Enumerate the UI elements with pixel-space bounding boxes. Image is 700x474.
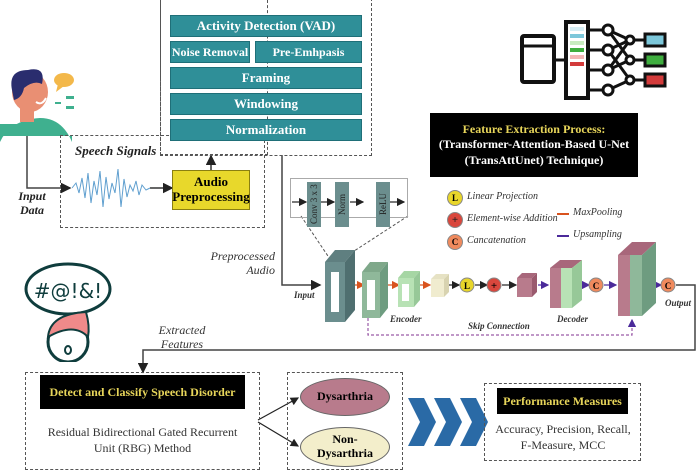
conv-block-detail <box>290 178 408 218</box>
speaking-person-icon <box>0 69 74 142</box>
audio-preprocessing-box[interactable]: Audio Preprocessing <box>172 170 250 210</box>
skip-connection-label: Skip Connection <box>468 321 530 331</box>
output-cube <box>618 242 656 316</box>
svg-text:+: + <box>491 280 497 292</box>
speech-signals-label: Speech Signals <box>75 143 157 158</box>
metrics-line-1: Accuracy, Precision, Recall, <box>495 422 631 436</box>
decoder-cube-small <box>517 273 537 297</box>
preprocessing-steps-container <box>160 0 372 156</box>
svg-text:C: C <box>593 281 600 291</box>
classification-group <box>25 372 260 470</box>
element-wise-addition-icon: + <box>447 212 463 228</box>
performance-group <box>484 383 641 461</box>
preprocessed-audio-label: Preprocessed Audio <box>210 249 275 277</box>
method-line-2: Unit (RBG) Method <box>93 440 192 455</box>
preprocessed-audio-connector <box>281 155 322 291</box>
metrics-line-2: F-Measure, MCC <box>520 437 606 452</box>
step-activity-detection[interactable]: Activity Detection (VAD) <box>170 15 362 37</box>
output-label: Output <box>665 298 692 308</box>
input-label: Input <box>294 290 315 300</box>
upsampling-arrow-icon <box>557 235 569 237</box>
maxpooling-arrow-icon <box>557 213 569 215</box>
decoder-cube <box>550 260 582 308</box>
encoder-label: Encoder <box>390 314 422 324</box>
svg-text:C: C <box>665 281 672 291</box>
classification-heading: Detect and Classify Speech Disorder <box>49 384 236 399</box>
neural-network-icon <box>520 20 667 100</box>
decoder-label: Decoder <box>557 314 588 324</box>
step-pre-emphasis[interactable]: Pre-Emhpasis <box>255 41 362 63</box>
method-description: Residual Bidirectional Gated Recurrent U… <box>40 425 245 456</box>
feature-extraction-subtitle-2: (TransAttUnet) Technique) <box>464 152 604 167</box>
bottleneck-cube <box>431 274 449 297</box>
chevron-arrows-icon <box>408 398 488 446</box>
legend-maxpooling: MaxPooling <box>573 207 623 218</box>
step-framing[interactable]: Framing <box>170 67 362 89</box>
input-cube <box>325 250 355 322</box>
encoder-cube-2 <box>398 271 420 307</box>
feature-extraction-heading: Feature Extraction Process: <box>462 121 606 136</box>
input-connector <box>26 135 72 194</box>
input-data-label: Input Data <box>18 189 46 217</box>
step-noise-removal[interactable]: Noise Removal <box>170 41 250 63</box>
legend-upsampling: Upsampling <box>573 229 622 240</box>
classification-title: Detect and Classify Speech Disorder <box>40 375 245 409</box>
step-windowing[interactable]: Windowing <box>170 93 362 115</box>
legend-linear-projection: Linear Projection <box>467 191 539 202</box>
non-dysarthria-line-2: Dysarthria <box>317 446 373 460</box>
non-dysarthria-line-1: Non- <box>332 432 358 447</box>
class-non-dysarthria[interactable]: Non- Dysarthria <box>300 427 390 467</box>
feature-extraction-title: Feature Extraction Process: (Transformer… <box>430 113 638 177</box>
legend-element-wise-addition: Element-wise Addition <box>467 213 558 224</box>
concatenation-icon: C <box>447 234 463 250</box>
performance-title: Performance Measures <box>497 388 628 414</box>
output-connector <box>137 284 696 374</box>
class-dysarthria[interactable]: Dysarthria <box>300 378 390 416</box>
waveform-icon <box>72 168 151 208</box>
input-data-group <box>60 135 265 228</box>
method-line-1: Residual Bidirectional Gated Recurrent <box>47 425 238 439</box>
legend-concatenation: Cancatenation <box>467 235 526 246</box>
linear-projection-icon: L <box>447 190 463 206</box>
classes-group <box>287 372 403 470</box>
speech-symbols: #@!&! <box>34 279 102 303</box>
performance-heading: Performance Measures <box>503 393 622 408</box>
performance-metrics: Accuracy, Precision, Recall, F-Measure, … <box>488 422 638 453</box>
extracted-features-label: Extracted Features <box>158 323 206 351</box>
svg-text:L: L <box>464 281 470 291</box>
step-normalization[interactable]: Normalization <box>170 119 362 141</box>
speech-disorder-icon: #@!&! <box>24 262 112 362</box>
encoder-cube-1 <box>362 262 388 318</box>
feature-extraction-subtitle-1: (Transformer-Attention-Based U-Net <box>438 137 630 152</box>
